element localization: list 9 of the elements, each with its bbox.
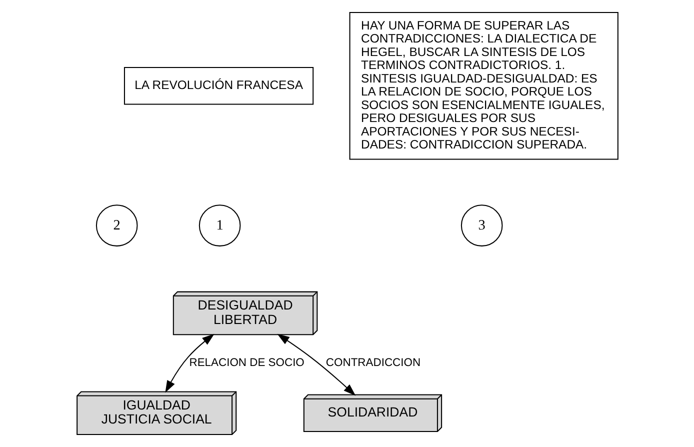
edge-label: RELACION DE SOCIO — [188, 357, 304, 370]
arrow — [276, 334, 356, 396]
node-box: HAY UNA FORMA DE SUPERAR LAS CONTRADICCIONES: LA DIALECTICA DE HEGEL, BUSCAR LA SINTESIS DE LOS TERMINOS CONTRADICTORIOS. 1. SINTESIS IGUALDAD-DESIGUALDAD: ES LA RELACION DE SOCIO, PORQUE LOS SOCIOS SON ESENCIALMENTE IGUALES, PERO DESIGUALES POR SUS APORTACIONES Y POR SUS NECESI- DADES: CONTRADICCION SUPERADA. — [348, 12, 618, 160]
node-circle: 2 — [95, 204, 138, 246]
node-circle: 3 — [460, 204, 502, 246]
arrow — [164, 334, 214, 393]
node-circle: 1 — [198, 204, 240, 246]
node-box: LA REVOLUCIÓN FRANCESA — [123, 67, 314, 105]
edge-label: CONTRADICCION — [325, 357, 420, 370]
